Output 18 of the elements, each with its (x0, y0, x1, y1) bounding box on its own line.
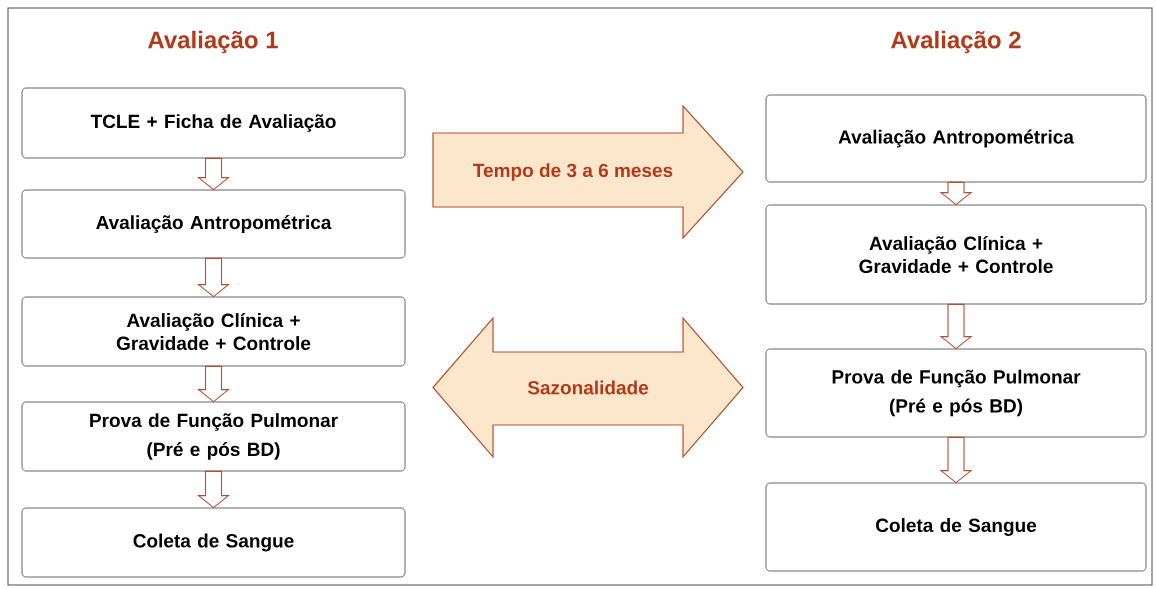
process-box: Coleta de Sangue (765, 482, 1147, 572)
arrow (196, 365, 231, 403)
process-box: TCLE + Ficha de Avaliação (21, 87, 406, 159)
process-box: Coleta de Sangue (21, 507, 406, 578)
column-title: Avaliação 2 (891, 30, 1021, 54)
arrow (196, 470, 231, 509)
process-box: Avaliação Clínica + Gravidade + Controle (765, 204, 1147, 305)
arrow (939, 436, 973, 484)
process-box: Avaliação Antropométrica (765, 94, 1147, 183)
arrow (939, 303, 973, 350)
process-box: Avaliação Clínica + Gravidade + Controle (21, 296, 406, 367)
process-box: Avaliação Antropométrica (21, 189, 406, 259)
column-title: Avaliação 1 (148, 30, 278, 54)
process-box: Prova de Função Pulmonar (Pré e pós BD) (765, 348, 1147, 438)
process-box: Prova de Função Pulmonar (Pré e pós BD) (21, 401, 406, 472)
arrow (196, 257, 231, 298)
arrow (939, 181, 973, 206)
arrow (196, 157, 231, 191)
